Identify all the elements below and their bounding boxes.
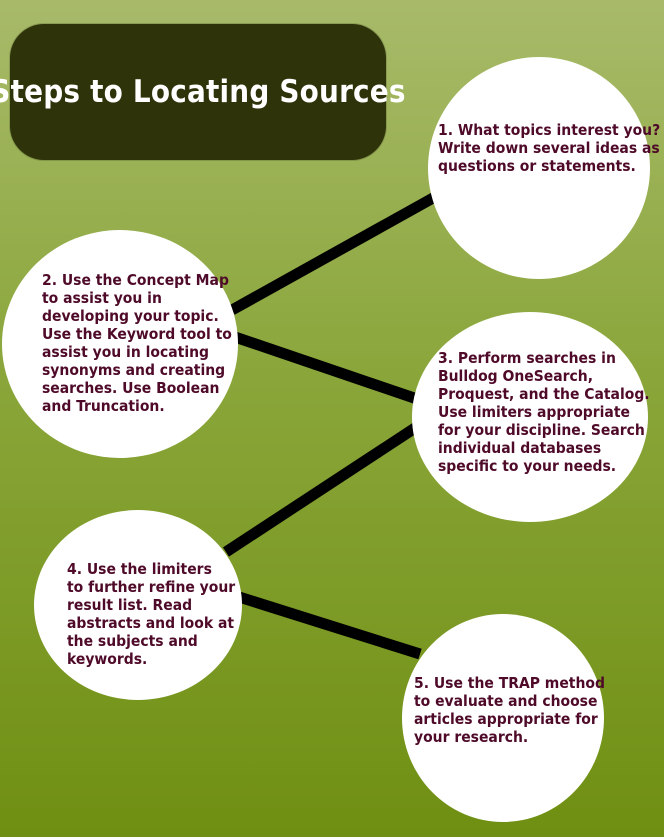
connector-4-5 — [234, 590, 422, 660]
connector-2-3 — [230, 330, 422, 406]
step-3-circle — [412, 312, 648, 522]
step-5-circle — [402, 614, 604, 822]
step-4-circle — [34, 510, 242, 700]
step-5-text: 5. Use the TRAP method to evaluate and c… — [414, 674, 605, 746]
step-3-text: 3. Perform searches in Bulldog OneSearch… — [438, 349, 650, 475]
connector-1-2 — [229, 188, 445, 315]
step-4-text: 4. Use the limiters to further refine yo… — [67, 560, 236, 668]
step-2-text: 2. Use the Concept Map to assist you in … — [42, 271, 232, 415]
connector-3-4 — [222, 421, 422, 557]
title-box: Steps to Locating Sources — [0, 24, 406, 160]
step-2-circle — [2, 230, 238, 458]
step-1-text: 1. What topics interest you? Write down … — [438, 121, 661, 175]
step-1-circle — [428, 57, 650, 279]
page-title: Steps to Locating Sources — [0, 74, 406, 110]
